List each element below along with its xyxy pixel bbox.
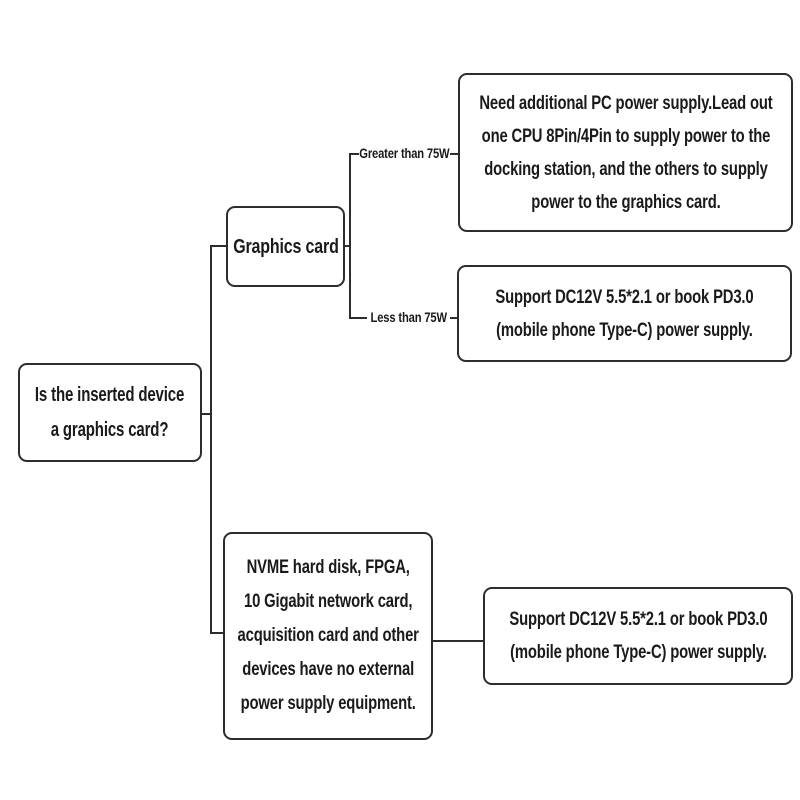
connector-trunk-to-graphics [210,245,226,247]
branch-label-less-text: Less than 75W [370,309,448,325]
connector-bracket-to-greater-label [349,153,359,155]
graphics-card-node: Graphics card [226,206,345,287]
other-devices-text: NVME hard disk, FPGA, 10 Gigabit network… [237,557,419,714]
branch-label-greater-than-75w: Greater than 75W [344,143,464,163]
connector-bracket-to-less-label [349,317,367,319]
outcome-less-than-75w-node: Support DC12V 5.5*2.1 or book PD3.0 (mob… [457,265,792,362]
outcome-less-text: Support DC12V 5.5*2.1 or book PD3.0 (mob… [495,286,754,341]
connector-nvme-to-outcome [433,640,483,642]
branch-label-greater-text: Greater than 75W [358,145,450,161]
outcome-other-devices-node: Support DC12V 5.5*2.1 or book PD3.0 (mob… [483,587,793,685]
other-devices-node: NVME hard disk, FPGA, 10 Gigabit network… [223,532,433,740]
connector-trunk-to-nvme [210,632,223,634]
root-question-node: Is the inserted device a graphics card? [18,363,202,462]
root-question-text: Is the inserted device a graphics card? [35,383,185,441]
connector-graphics-to-bracket [345,245,351,247]
connector-root-to-trunk [202,413,212,415]
graphics-card-label: Graphics card [232,235,339,258]
branch-label-less-than-75w: Less than 75W [349,307,469,327]
outcome-greater-text: Need additional PC power supply.Lead out… [478,92,773,213]
outcome-greater-than-75w-node: Need additional PC power supply.Lead out… [458,73,793,232]
connector-less-label-to-outcome [450,317,457,319]
connector-trunk-vertical [210,245,212,634]
connector-greater-label-to-outcome [450,153,458,155]
connector-bracket-vertical [349,153,351,319]
outcome-other-text: Support DC12V 5.5*2.1 or book PD3.0 (mob… [508,609,768,663]
